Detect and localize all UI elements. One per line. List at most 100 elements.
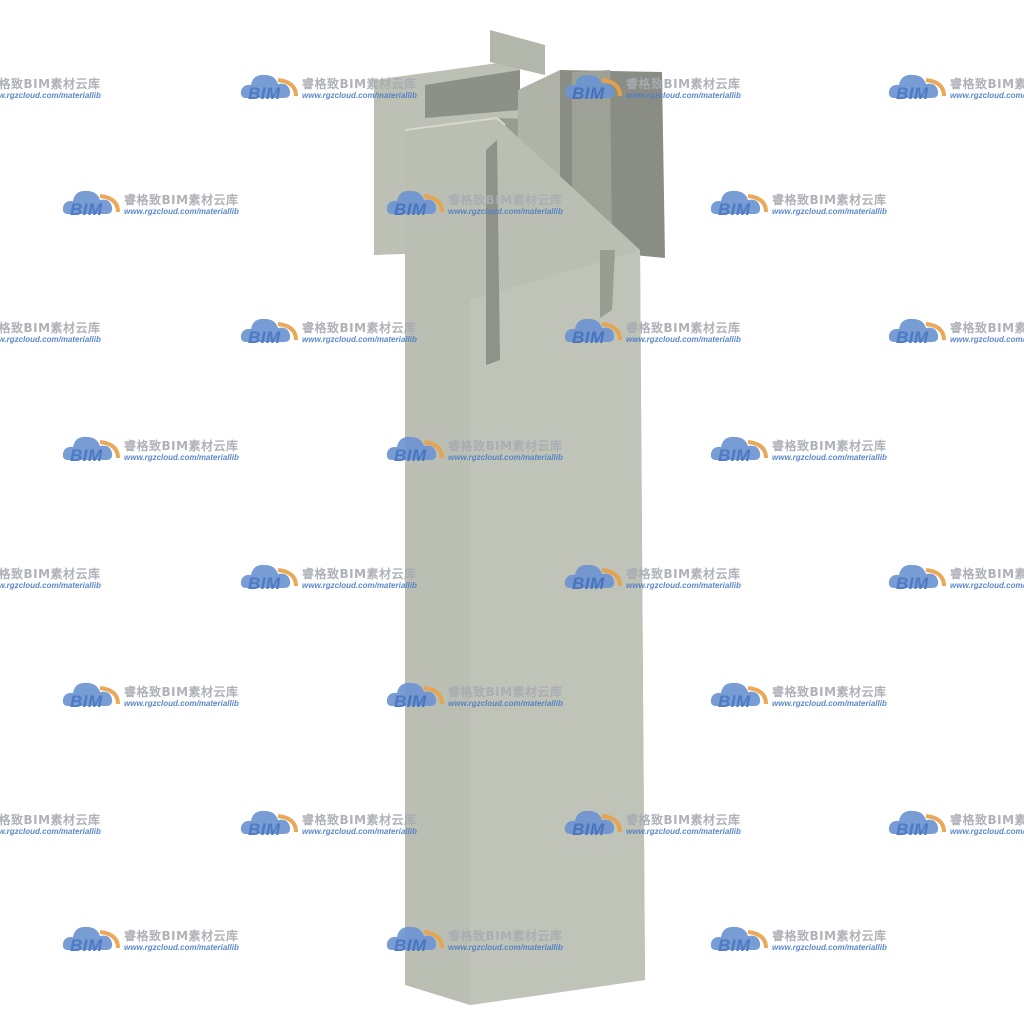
cloud-icon [62,682,120,706]
watermark-brand: 睿格致BIM素材云库 [772,685,887,699]
watermark-brand: 睿格致BIM素材云库 [772,929,887,943]
cloud-icon [386,926,444,950]
cloud-icon [240,810,298,834]
watermark-bim-text: BIM [896,84,929,103]
cloud-icon [888,74,946,98]
cloud-icon [240,564,298,588]
watermark-bim-text: BIM [70,936,103,955]
watermark-brand: 睿格致BIM素材云库 [0,321,101,335]
watermark-bim-text: BIM [394,692,427,711]
column-front-main [470,250,645,1005]
watermark-url: www.rgzcloud.com/materiallib [302,581,417,590]
watermark-brand: 睿格致BIM素材云库 [626,567,741,581]
watermark-brand: 睿格致BIM素材云库 [950,77,1024,91]
watermark-brand: 睿格致BIM素材云库 [302,77,417,91]
watermark-url: www.rgzcloud.com/materiallib [124,207,239,216]
watermark-bim-text: BIM [572,820,605,839]
watermark-bim-text: BIM [718,446,751,465]
watermark-url: www.rgzcloud.com/materiallib [448,453,563,462]
watermark-brand: 睿格致BIM素材云库 [0,77,101,91]
watermark-bim-text: BIM [718,200,751,219]
watermark-bim-text: BIM [70,692,103,711]
watermark-brand: 睿格致BIM素材云库 [302,567,417,581]
watermark-logo: BIM睿格致BIM素材云库www.rgzcloud.com/materialli… [886,804,1024,844]
cloud-icon [62,190,120,214]
watermark-logo: BIM睿格致BIM素材云库www.rgzcloud.com/materialli… [0,804,112,844]
watermark-url: www.rgzcloud.com/materiallib [626,827,741,836]
steel-top-plate [490,30,545,75]
watermark-url: www.rgzcloud.com/materiallib [950,91,1024,100]
watermark-bim-text: BIM [394,446,427,465]
watermark-url: www.rgzcloud.com/materiallib [448,943,563,952]
watermark-url: www.rgzcloud.com/materiallib [302,91,417,100]
cloud-icon [888,810,946,834]
watermark-brand: 睿格致BIM素材云库 [448,439,563,453]
watermark-brand: 睿格致BIM素材云库 [124,685,239,699]
watermark-url: www.rgzcloud.com/materiallib [626,581,741,590]
watermark-url: www.rgzcloud.com/materiallib [0,91,101,100]
watermark-logo: BIM 睿格致BIM素材云库www.rgzcloud.com/materialli… [886,68,1024,108]
cloud-icon [888,318,946,342]
watermark-bim-text: BIM [896,328,929,347]
watermark-url: www.rgzcloud.com/materiallib [448,207,563,216]
watermark-logo: BIM睿格致BIM素材云库www.rgzcloud.com/materialli… [886,558,1024,598]
watermark-url: www.rgzcloud.com/materiallib [950,581,1024,590]
watermark-url: www.rgzcloud.com/materiallib [950,335,1024,344]
watermark-brand: 睿格致BIM素材云库 [626,813,741,827]
watermark-brand: 睿格致BIM素材云库 [448,685,563,699]
watermark-brand: 睿格致BIM素材云库 [950,567,1024,581]
watermark-bim-text: BIM [248,328,281,347]
cloud-icon [386,682,444,706]
watermark-brand: 睿格致BIM素材云库 [0,567,101,581]
cloud-icon [710,926,768,950]
watermark-brand: 睿格致BIM素材云库 [124,193,239,207]
watermark-bim-text: BIM [572,84,605,103]
watermark-brand: 睿格致BIM素材云库 [772,439,887,453]
watermark-brand: 睿格致BIM素材云库 [772,193,887,207]
watermark-bim-text: BIM [70,446,103,465]
cloud-icon [888,564,946,588]
watermark-bim-text: BIM [572,328,605,347]
watermark-url: www.rgzcloud.com/materiallib [950,827,1024,836]
watermark-url: www.rgzcloud.com/materiallib [0,335,101,344]
watermark-url: www.rgzcloud.com/materiallib [626,91,741,100]
cloud-icon [62,436,120,460]
watermark-url: www.rgzcloud.com/materiallib [302,335,417,344]
head-shadow [486,140,500,365]
watermark-brand: 睿格致BIM素材云库 [626,321,741,335]
watermark-bim-text: BIM [718,692,751,711]
watermark-brand: 睿格致BIM素材云库 [626,77,741,91]
cloud-icon [386,436,444,460]
watermark-bim-text: BIM [248,820,281,839]
cloud-icon [240,74,298,98]
cloud-icon [710,190,768,214]
watermark-url: www.rgzcloud.com/materiallib [772,699,887,708]
steel-wing-left-inner [425,70,520,118]
watermark-bim-text: BIM [394,200,427,219]
watermark-url: www.rgzcloud.com/materiallib [0,581,101,590]
watermark-brand: 睿格致BIM素材云库 [302,321,417,335]
watermark-logo: BIM睿格致BIM素材云库www.rgzcloud.com/materialli… [0,68,112,108]
watermark-url: www.rgzcloud.com/materiallib [448,699,563,708]
cloud-icon [564,810,622,834]
cloud-icon [62,926,120,950]
watermark-bim-text: BIM [248,574,281,593]
watermark-bim-text: BIM [248,84,281,103]
watermark-brand: 睿格致BIM素材云库 [950,321,1024,335]
